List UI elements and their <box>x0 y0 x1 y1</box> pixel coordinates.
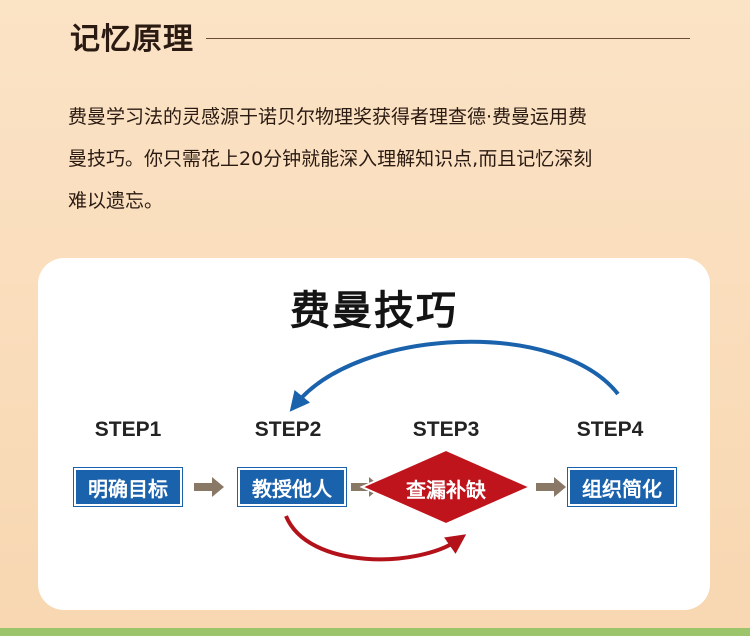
step1-box: 明确目标 <box>74 468 182 506</box>
step1-label: STEP1 <box>94 418 162 441</box>
feynman-card: 费曼技巧 STEP1 STEP2 ST <box>38 258 710 610</box>
red-curve-arrow <box>284 515 467 562</box>
section-title: 记忆原理 <box>70 22 194 57</box>
step4-box: 组织简化 <box>568 468 676 506</box>
step2-box: 教授他人 <box>238 468 346 506</box>
step3-diamond <box>359 448 533 526</box>
step3-box-label: 查漏补缺 <box>406 477 486 502</box>
forward-arrow-1 <box>194 477 224 497</box>
section-header: 记忆原理 <box>70 14 690 58</box>
bottom-strip <box>0 628 750 636</box>
header-divider <box>206 37 690 39</box>
step2-label: STEP2 <box>254 418 322 441</box>
intro-line: 费曼学习法的灵感源于诺贝尔物理奖获得者理查德·费曼运用费 <box>68 106 588 128</box>
intro-line: 曼技巧。你只需花上20分钟就能深入理解知识点,而且记忆深刻 <box>68 148 593 170</box>
card-title: 费曼技巧 <box>290 288 458 334</box>
intro-paragraph: 费曼学习法的灵感源于诺贝尔物理奖获得者理查德·费曼运用费 曼技巧。你只需花上20… <box>68 96 698 222</box>
step4-label: STEP4 <box>576 418 644 441</box>
intro-line: 难以遗忘。 <box>68 190 164 212</box>
loop-back-arrow <box>289 339 620 412</box>
step3-label: STEP3 <box>412 418 480 441</box>
forward-arrow-3 <box>536 477 566 497</box>
flow-diagram <box>194 339 620 562</box>
